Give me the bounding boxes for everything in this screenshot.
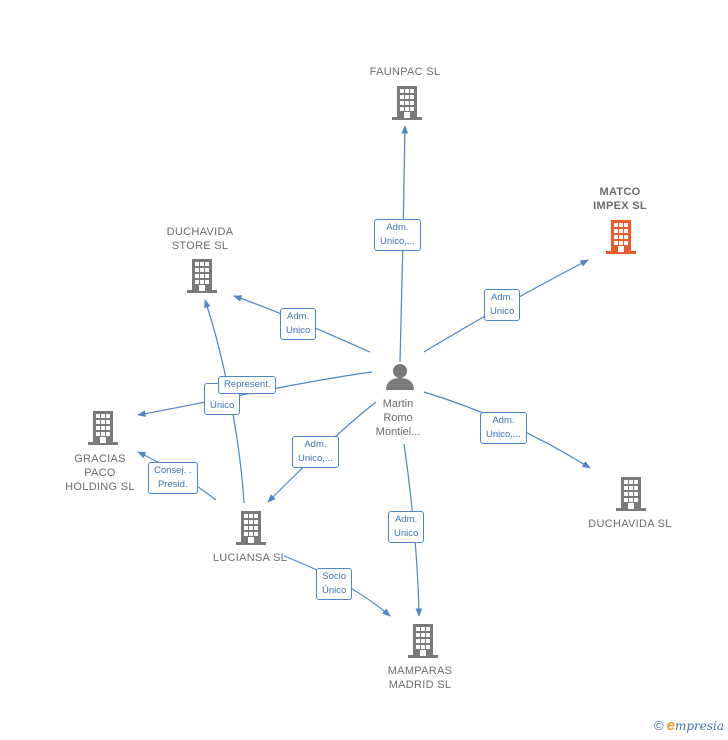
person-icon[interactable] [386, 364, 414, 390]
person-label[interactable]: Martin Romo Montiel... [375, 398, 421, 438]
brand-name[interactable]: mpresia [674, 719, 724, 733]
edge-label-luciansa-gracias[interactable]: Consej. . Presid. [148, 462, 198, 494]
copyright-footer: ©empresia [654, 717, 724, 734]
gracias-building-icon[interactable] [88, 411, 118, 445]
edge-label-to-duchavida-store[interactable]: Adm. Unico [280, 308, 317, 340]
duchavida-label[interactable]: DUCHAVIDA SL [588, 518, 672, 530]
duchavida-store-label[interactable]: DUCHAVIDA STORE SL [166, 226, 234, 252]
edge-label-to-matco[interactable]: Adm. Unico [484, 289, 521, 321]
luciansa-label[interactable]: LUCIANSA SL [212, 552, 288, 564]
edge-label-to-mamparas[interactable]: Adm. Unico [388, 511, 425, 543]
matco-building-icon[interactable] [606, 220, 636, 254]
edge-label-to-gracias[interactable]: Represent. [218, 376, 277, 394]
duchavida-store-building-icon[interactable] [187, 259, 217, 293]
edge-label-luciansa-mamparas[interactable]: Socio Único [316, 568, 353, 600]
mamparas-label[interactable]: MAMPARAS MADRID SL [387, 665, 453, 691]
edge-label-to-duchavida[interactable]: Adm. Unico,... [480, 412, 527, 444]
faunpac-label[interactable]: FAUNPAC SL [369, 66, 441, 78]
faunpac-building-icon[interactable] [392, 86, 422, 120]
edge-label-to-luciansa[interactable]: Adm. Unico,... [292, 436, 339, 468]
brand-initial: e [666, 717, 675, 734]
copyright-icon: © [654, 718, 664, 733]
gracias-label[interactable]: GRACIAS PACO HOLDING SL [65, 453, 135, 493]
edge-label-to-faunpac[interactable]: Adm. Unico,... [374, 219, 421, 251]
mamparas-building-icon[interactable] [408, 624, 438, 658]
luciansa-building-icon[interactable] [236, 511, 266, 545]
duchavida-building-icon[interactable] [616, 477, 646, 511]
matco-label[interactable]: MATCO IMPEX SL [593, 186, 647, 212]
